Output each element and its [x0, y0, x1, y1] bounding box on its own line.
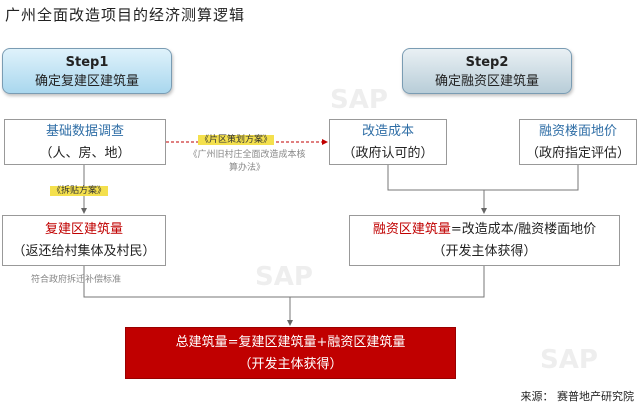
- watermark: SAP: [540, 345, 598, 375]
- rebuild-title: 复建区建筑量: [44, 222, 123, 237]
- method-note: 《广州旧村庄全面改造成本核算办法》: [188, 150, 306, 173]
- step1-text: 确定复建区建筑量: [34, 74, 139, 89]
- finance-title: 融资区建筑量: [372, 222, 451, 237]
- total-formula: 总建筑量=复建区建筑量+融资区建筑量: [175, 335, 406, 350]
- cost-sub: （政府认可的）: [342, 146, 434, 161]
- cost-box: 改造成本 （政府认可的）: [329, 119, 447, 165]
- price-title: 融资楼面地价: [538, 124, 617, 139]
- rebuild-sub: （返还给村集体及村民）: [12, 244, 156, 259]
- watermark: SAP: [255, 262, 313, 292]
- page-title: 广州全面改造项目的经济测算逻辑: [5, 6, 246, 24]
- basic-sub: （人、房、地）: [39, 146, 131, 161]
- step1-box: Step1 确定复建区建筑量: [2, 48, 172, 94]
- rebuild-box: 复建区建筑量 （返还给村集体及村民）: [2, 215, 166, 266]
- finance-box: 融资区建筑量=改造成本/融资楼面地价 （开发主体获得）: [349, 215, 620, 266]
- plan-label: 《片区策划方案》: [198, 135, 275, 145]
- basic-title: 基础数据调查: [45, 124, 124, 139]
- price-sub: （政府指定评估）: [525, 146, 630, 161]
- compensation-label: 《拆贴方案》: [50, 186, 109, 196]
- watermark: SAP: [330, 85, 388, 115]
- source-note: 来源： 赛普地产研究院: [520, 390, 635, 403]
- rebuild-note: 符合政府拆迁补偿标准: [31, 275, 122, 285]
- basic-data-box: 基础数据调查 （人、房、地）: [4, 119, 166, 165]
- cost-title: 改造成本: [361, 124, 414, 139]
- step2-label: Step2: [465, 55, 509, 70]
- finance-sub: （开发主体获得）: [432, 244, 537, 259]
- price-box: 融资楼面地价 （政府指定评估）: [519, 119, 637, 165]
- step1-label: Step1: [65, 55, 109, 70]
- finance-formula: =改造成本/融资楼面地价: [450, 222, 597, 237]
- total-box: 总建筑量=复建区建筑量+融资区建筑量 （开发主体获得）: [125, 327, 456, 379]
- step2-text: 确定融资区建筑量: [434, 74, 539, 89]
- step2-box: Step2 确定融资区建筑量: [402, 48, 572, 94]
- total-sub: （开发主体获得）: [238, 357, 343, 372]
